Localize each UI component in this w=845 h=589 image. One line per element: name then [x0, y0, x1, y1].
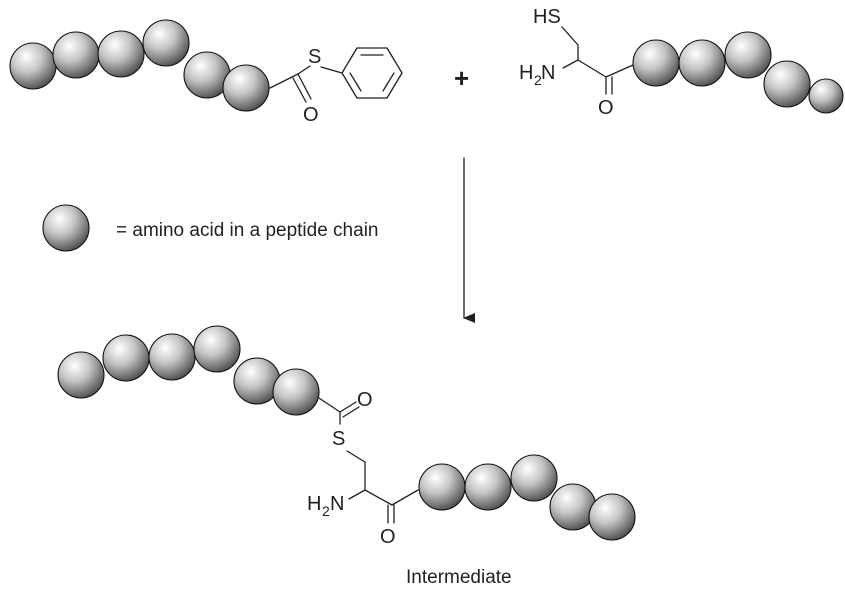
- amino-acid-bead: [57, 351, 105, 399]
- reactant-left-peptide-chain: [9, 19, 270, 112]
- bond: [561, 26, 579, 46]
- amino-acid-bead: [52, 31, 100, 79]
- bond: [562, 59, 579, 69]
- amine-h-label: H: [519, 62, 533, 84]
- bond: [269, 73, 299, 89]
- legend: = amino acid in a peptide chain: [42, 204, 378, 252]
- bond: [318, 397, 341, 413]
- amino-acid-bead: [97, 30, 145, 78]
- amino-acid-bead: [510, 454, 558, 502]
- amino-acid-bead: [418, 463, 466, 511]
- amino-acid-bead: [632, 39, 680, 87]
- oxygen-label: O: [357, 389, 373, 411]
- reactant-right-cysteine-peptide: HS H 2 N O: [519, 6, 844, 119]
- thioester-group: S O: [269, 46, 343, 126]
- carbonyl-double-bond: [342, 406, 360, 418]
- bond: [346, 450, 366, 463]
- bond: [577, 59, 607, 78]
- amine-label: H 2 N: [519, 62, 555, 88]
- amino-acid-bead: [588, 493, 636, 541]
- thiol-label: HS: [533, 6, 561, 28]
- reactant-left-peptide-thioester: S O: [9, 19, 403, 126]
- carbonyl-double-bond: [339, 401, 357, 413]
- product-c-terminal-peptide-chain: [418, 454, 636, 541]
- carbonyl-double-bond: [297, 73, 312, 100]
- amino-acid-bead: [272, 368, 320, 416]
- bond: [391, 489, 419, 506]
- reactant-right-peptide-chain: [632, 31, 844, 114]
- amine-h-label: H: [307, 493, 321, 515]
- amine-n-label: N: [541, 62, 555, 84]
- amino-acid-bead: [142, 19, 190, 67]
- sulfur-label: S: [308, 46, 321, 68]
- oxygen-label: O: [598, 97, 614, 119]
- benzene-ring: [341, 47, 403, 99]
- bond: [320, 66, 343, 74]
- carbonyl-double-bond: [292, 77, 307, 103]
- amino-acid-bead: [148, 333, 196, 381]
- amino-acid-bead: [678, 39, 726, 87]
- product-n-terminal-peptide-chain: [57, 325, 320, 416]
- product-linkage: O S H 2 N O: [307, 389, 419, 548]
- amine-n-label: N: [330, 493, 344, 515]
- amino-acid-bead: [724, 31, 772, 79]
- amine-label: H 2 N: [307, 493, 344, 519]
- aromatic-bond: [382, 72, 395, 92]
- amino-acid-bead: [808, 78, 844, 114]
- amino-acid-bead: [549, 483, 597, 531]
- bond: [348, 489, 366, 500]
- plus-sign: +: [454, 63, 469, 93]
- amino-acid-bead: [193, 325, 241, 373]
- amino-acid-bead: [464, 463, 512, 511]
- product-intermediate: O S H 2 N O Intermediate: [57, 325, 636, 588]
- sulfur-label: S: [332, 428, 345, 450]
- product-caption: Intermediate: [406, 567, 512, 588]
- phenyl-ring: [341, 47, 403, 99]
- amine-subscript: 2: [322, 503, 330, 519]
- amino-acid-bead: [763, 60, 811, 108]
- amino-acid-bead: [102, 334, 150, 382]
- legend-text: = amino acid in a peptide chain: [116, 220, 378, 241]
- amino-acid-bead: [222, 64, 270, 112]
- amine-subscript: 2: [534, 72, 542, 88]
- amino-acid-bead: [9, 42, 57, 90]
- legend-amino-acid-bead: [42, 204, 90, 252]
- bond: [297, 65, 311, 75]
- oxygen-label: O: [380, 526, 396, 548]
- bond: [364, 489, 393, 506]
- oxygen-label: O: [303, 104, 319, 126]
- bond: [605, 64, 634, 78]
- aromatic-bond: [349, 72, 362, 92]
